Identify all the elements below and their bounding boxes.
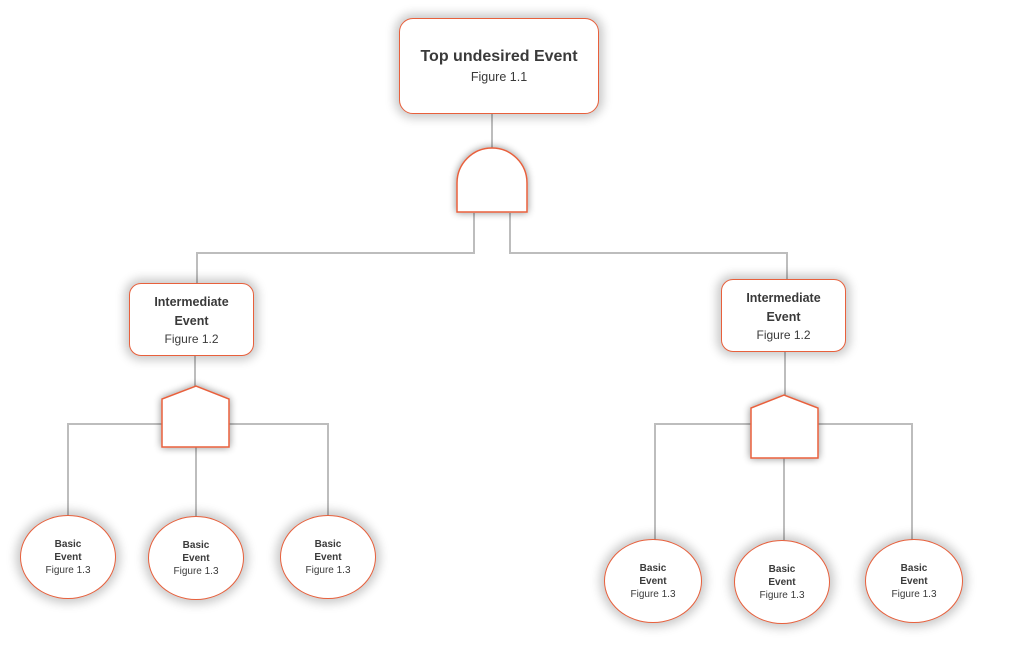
basic-event-left-2: Basic Event Figure 1.3 <box>148 516 244 600</box>
basic-event-figure: Figure 1.3 <box>305 564 351 576</box>
intermediate-event-title-line1: Intermediate <box>154 294 229 309</box>
basic-event-right-3: Basic Event Figure 1.3 <box>865 539 963 623</box>
connector-right-gate-to-basic-1 <box>654 423 751 540</box>
basic-event-figure: Figure 1.3 <box>759 589 805 601</box>
house-gate-icon <box>750 394 819 459</box>
basic-event-label-line1: Basic <box>639 562 667 574</box>
intermediate-event-figure: Figure 1.2 <box>164 331 219 346</box>
top-event-title: Top undesired Event <box>420 47 578 65</box>
house-gate-icon <box>161 385 230 448</box>
basic-event-label-line2: Event <box>768 576 796 588</box>
basic-event-label-line2: Event <box>314 551 342 563</box>
basic-event-label-line2: Event <box>182 552 210 564</box>
basic-event-label-line1: Basic <box>900 562 928 574</box>
basic-event-label-line2: Event <box>639 575 667 587</box>
intermediate-event-title-line2: Event <box>174 313 209 328</box>
basic-event-figure: Figure 1.3 <box>630 588 676 600</box>
connector-gate-to-left <box>196 213 475 284</box>
connector-left-gate-to-basic-3 <box>229 423 329 516</box>
basic-event-right-1: Basic Event Figure 1.3 <box>604 539 702 623</box>
intermediate-event-title-line2: Event <box>766 309 801 324</box>
intermediate-event-title-line1: Intermediate <box>746 290 821 305</box>
connector-left-gate-to-basic-1 <box>67 423 162 516</box>
top-event-figure: Figure 1.1 <box>470 69 528 84</box>
basic-event-label-line2: Event <box>900 575 928 587</box>
basic-event-left-3: Basic Event Figure 1.3 <box>280 515 376 599</box>
basic-event-right-2: Basic Event Figure 1.3 <box>734 540 830 624</box>
intermediate-event-figure: Figure 1.2 <box>756 327 811 342</box>
basic-event-left-1: Basic Event Figure 1.3 <box>20 515 116 599</box>
basic-event-label-line2: Event <box>54 551 82 563</box>
basic-event-label-line1: Basic <box>54 538 82 550</box>
and-gate-icon <box>456 147 528 213</box>
basic-event-figure: Figure 1.3 <box>891 588 937 600</box>
basic-event-figure: Figure 1.3 <box>45 564 91 576</box>
basic-event-label-line1: Basic <box>768 563 796 575</box>
intermediate-event-box-right: Intermediate Event Figure 1.2 <box>721 279 846 352</box>
connector-right-gate-to-basic-3 <box>818 423 913 540</box>
basic-event-figure: Figure 1.3 <box>173 565 219 577</box>
connector-gate-to-right <box>509 213 788 280</box>
top-event-box: Top undesired Event Figure 1.1 <box>399 18 599 114</box>
basic-event-label-line1: Basic <box>182 539 210 551</box>
basic-event-label-line1: Basic <box>314 538 342 550</box>
intermediate-event-box-left: Intermediate Event Figure 1.2 <box>129 283 254 356</box>
